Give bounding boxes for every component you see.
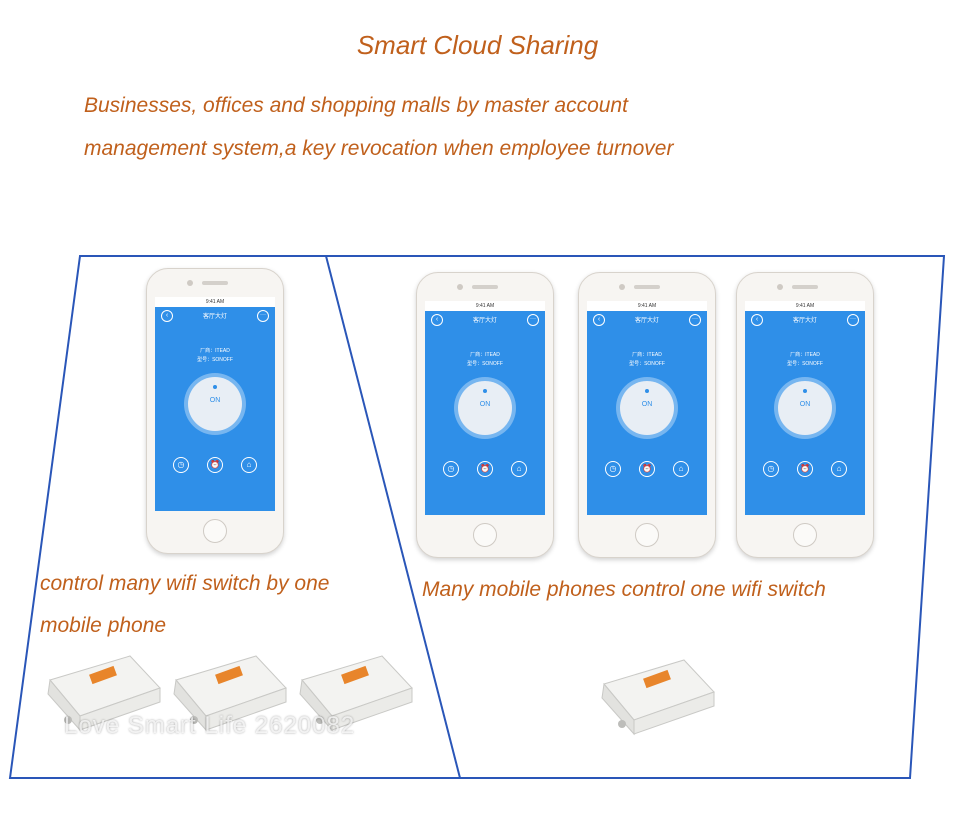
back-icon[interactable]: ‹ [431, 314, 443, 326]
timer-icon[interactable]: ◷ [443, 461, 459, 477]
nav-title: 客厅大灯 [202, 314, 227, 320]
phone-screen: 9:41 AM ‹ 客厅大灯 ··· 厂商：ITEAD 型号：SONOFF ON… [745, 301, 865, 515]
right-caption: Many mobile phones control one wifi swit… [422, 578, 826, 601]
tag-icon[interactable]: ⌂ [673, 461, 689, 477]
info-vendor: 厂商：ITEAD [632, 352, 662, 358]
alarm-icon[interactable]: ⏰ [797, 461, 813, 477]
power-indicator [483, 389, 487, 393]
camera-icon [187, 280, 193, 286]
tag-icon[interactable]: ⌂ [511, 461, 527, 477]
watermark: Love Smart Life 2620082 [64, 712, 356, 739]
phone-right-1: 9:41 AM ‹ 客厅大灯 ··· 厂商：ITEAD 型号：SONOFF ON… [416, 272, 554, 558]
camera-icon [777, 284, 783, 290]
phone-screen: 9:41 AM ‹ 客厅大灯 ··· 厂商：ITEAD 型号：SONOFF ON… [155, 297, 275, 511]
power-indicator [213, 385, 217, 389]
power-button[interactable]: ON [620, 381, 674, 435]
timer-icon[interactable]: ◷ [763, 461, 779, 477]
home-button[interactable] [635, 523, 659, 547]
status-bar: 9:41 AM [587, 301, 707, 311]
nav-title: 客厅大灯 [634, 318, 659, 324]
power-button[interactable]: ON [458, 381, 512, 435]
speaker-grille [634, 285, 660, 289]
description-line-2: management system,a key revocation when … [84, 137, 674, 160]
back-icon[interactable]: ‹ [161, 310, 173, 322]
device-info: 厂商：ITEAD 型号：SONOFF [425, 351, 545, 369]
info-vendor: 厂商：ITEAD [200, 348, 230, 354]
power-button[interactable]: ON [188, 377, 242, 431]
sonoff-switch [299, 655, 413, 732]
power-indicator [803, 389, 807, 393]
description-line-1: Businesses, offices and shopping malls b… [84, 94, 628, 117]
info-vendor: 厂商：ITEAD [790, 352, 820, 358]
speaker-grille [202, 281, 228, 285]
phone-right-3: 9:41 AM ‹ 客厅大灯 ··· 厂商：ITEAD 型号：SONOFF ON… [736, 272, 874, 558]
page-title: Smart Cloud Sharing [356, 30, 599, 60]
info-vendor: 厂商：ITEAD [470, 352, 500, 358]
device-info: 厂商：ITEAD 型号：SONOFF [155, 347, 275, 365]
action-icons: ◷ ⏰ ⌂ [155, 457, 275, 473]
alarm-icon[interactable]: ⏰ [207, 457, 223, 473]
outer-frame [8, 255, 946, 779]
tag-icon[interactable]: ⌂ [241, 457, 257, 473]
sonoff-switch [601, 659, 715, 736]
power-label: ON [641, 401, 653, 408]
alarm-icon[interactable]: ⏰ [477, 461, 493, 477]
info-model: 型号：SONOFF [197, 357, 233, 363]
timer-icon[interactable]: ◷ [605, 461, 621, 477]
speaker-grille [792, 285, 818, 289]
nav-bar: ‹ 客厅大灯 ··· [745, 311, 865, 329]
power-indicator [645, 389, 649, 393]
phone-right-2: 9:41 AM ‹ 客厅大灯 ··· 厂商：ITEAD 型号：SONOFF ON… [578, 272, 716, 558]
action-icons: ◷ ⏰ ⌂ [425, 461, 545, 477]
action-icons: ◷ ⏰ ⌂ [745, 461, 865, 477]
action-icons: ◷ ⏰ ⌂ [587, 461, 707, 477]
home-button[interactable] [793, 523, 817, 547]
speaker-grille [472, 285, 498, 289]
more-icon[interactable]: ··· [847, 314, 859, 326]
home-button[interactable] [203, 519, 227, 543]
nav-bar: ‹ 客厅大灯 ··· [587, 311, 707, 329]
device-info: 厂商：ITEAD 型号：SONOFF [745, 351, 865, 369]
info-model: 型号：SONOFF [467, 361, 503, 367]
camera-icon [619, 284, 625, 290]
power-label: ON [209, 397, 221, 404]
device-info: 厂商：ITEAD 型号：SONOFF [587, 351, 707, 369]
nav-title: 客厅大灯 [792, 318, 817, 324]
camera-icon [457, 284, 463, 290]
more-icon[interactable]: ··· [257, 310, 269, 322]
status-bar: 9:41 AM [155, 297, 275, 307]
sonoff-switch [47, 655, 161, 732]
nav-bar: ‹ 客厅大灯 ··· [425, 311, 545, 329]
phone-screen: 9:41 AM ‹ 客厅大灯 ··· 厂商：ITEAD 型号：SONOFF ON… [587, 301, 707, 515]
left-caption-line-2: mobile phone [40, 614, 167, 637]
nav-bar: ‹ 客厅大灯 ··· [155, 307, 275, 325]
power-button[interactable]: ON [778, 381, 832, 435]
info-model: 型号：SONOFF [787, 361, 823, 367]
power-label: ON [799, 401, 811, 408]
left-caption-line-1: control many wifi switch by one [40, 572, 330, 595]
more-icon[interactable]: ··· [527, 314, 539, 326]
more-icon[interactable]: ··· [689, 314, 701, 326]
phone-left: 9:41 AM ‹ 客厅大灯 ··· 厂商：ITEAD 型号：SONOFF ON… [146, 268, 284, 554]
alarm-icon[interactable]: ⏰ [639, 461, 655, 477]
timer-icon[interactable]: ◷ [173, 457, 189, 473]
tag-icon[interactable]: ⌂ [831, 461, 847, 477]
nav-title: 客厅大灯 [472, 318, 497, 324]
sonoff-switch [173, 655, 287, 732]
info-model: 型号：SONOFF [629, 361, 665, 367]
status-bar: 9:41 AM [425, 301, 545, 311]
status-bar: 9:41 AM [745, 301, 865, 311]
back-icon[interactable]: ‹ [593, 314, 605, 326]
phone-screen: 9:41 AM ‹ 客厅大灯 ··· 厂商：ITEAD 型号：SONOFF ON… [425, 301, 545, 515]
home-button[interactable] [473, 523, 497, 547]
back-icon[interactable]: ‹ [751, 314, 763, 326]
panel-divider [325, 255, 461, 779]
power-label: ON [479, 401, 491, 408]
